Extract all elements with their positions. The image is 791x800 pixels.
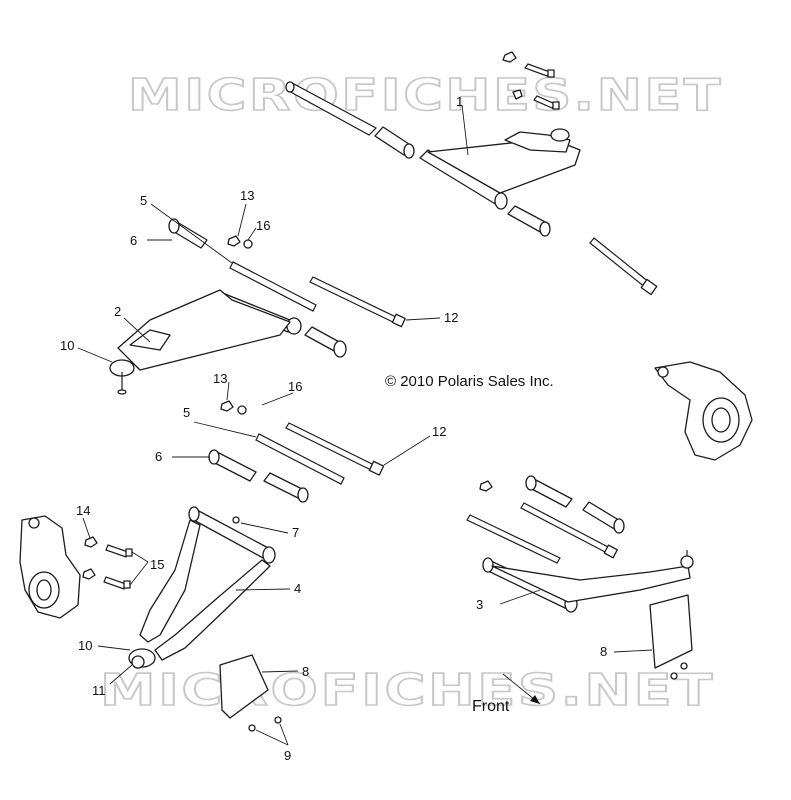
bolt-long-top <box>589 237 658 296</box>
hardware-14-15 <box>82 536 133 590</box>
callout-14: 14 <box>76 503 90 518</box>
front-label: Front <box>472 698 510 715</box>
rod-5b <box>255 433 345 485</box>
callout-1: 1 <box>456 94 463 109</box>
guard-plate-left <box>219 654 269 719</box>
watermark-bottom: MICROFICHES.NET <box>100 665 715 716</box>
bushing-mid <box>263 472 309 503</box>
copyright-notice: © 2010 Polaris Sales Inc. <box>385 373 554 390</box>
a-arm-upper-rear <box>419 128 581 210</box>
watermark-top: MICROFICHES.NET <box>128 70 723 121</box>
hardware-13-16a <box>227 235 253 249</box>
callout-4: 4 <box>294 581 301 596</box>
bushing-right-2 <box>582 501 625 534</box>
callout-15: 15 <box>150 557 164 572</box>
callout-11: 11 <box>92 683 106 698</box>
rod-12b <box>285 422 385 476</box>
callout-8b: 8 <box>600 644 607 659</box>
screws-right <box>670 662 688 680</box>
a-arm-lower-front <box>128 506 276 669</box>
callout-2: 2 <box>114 304 121 319</box>
hardware-top <box>502 51 560 110</box>
callout-5a: 5 <box>140 193 147 208</box>
rod-right-1 <box>466 514 561 564</box>
bushing-top-1 <box>374 126 415 159</box>
a-arm-upper-front <box>109 289 302 395</box>
callout-6b: 6 <box>155 449 162 464</box>
callout-16b: 16 <box>288 379 302 394</box>
callout-13b: 13 <box>213 371 227 386</box>
long-rod-top <box>285 81 377 136</box>
bushing-6a <box>168 218 208 249</box>
callout-10a: 10 <box>60 338 74 353</box>
fastener-7 <box>232 516 240 524</box>
hardware-13-16b <box>220 400 247 415</box>
guard-plate-right <box>649 594 693 669</box>
callout-16a: 16 <box>256 218 270 233</box>
callout-8a: 8 <box>302 664 309 679</box>
bushing-6b <box>208 449 257 482</box>
rod-right-2 <box>520 502 618 559</box>
bushing-top-2 <box>507 205 551 237</box>
callout-13a: 13 <box>240 188 254 203</box>
callout-12b: 12 <box>432 424 446 439</box>
screws-9 <box>248 716 282 732</box>
callout-7: 7 <box>292 525 299 540</box>
callout-6a: 6 <box>130 233 137 248</box>
hardware-right-nut <box>479 480 493 492</box>
callout-12a: 12 <box>444 310 458 325</box>
a-arm-lower-rear <box>482 550 694 613</box>
front-direction-arrow <box>502 673 541 705</box>
steering-knuckle-right <box>654 361 753 461</box>
callout-3: 3 <box>476 597 483 612</box>
rod-12a <box>309 276 406 328</box>
steering-knuckle-left <box>19 515 81 619</box>
rod-5a <box>229 261 317 312</box>
bushing-upper-front <box>304 326 347 358</box>
callout-5b: 5 <box>183 405 190 420</box>
callout-10b: 10 <box>78 638 92 653</box>
bushing-right-1 <box>525 475 573 508</box>
callout-9: 9 <box>284 748 291 763</box>
